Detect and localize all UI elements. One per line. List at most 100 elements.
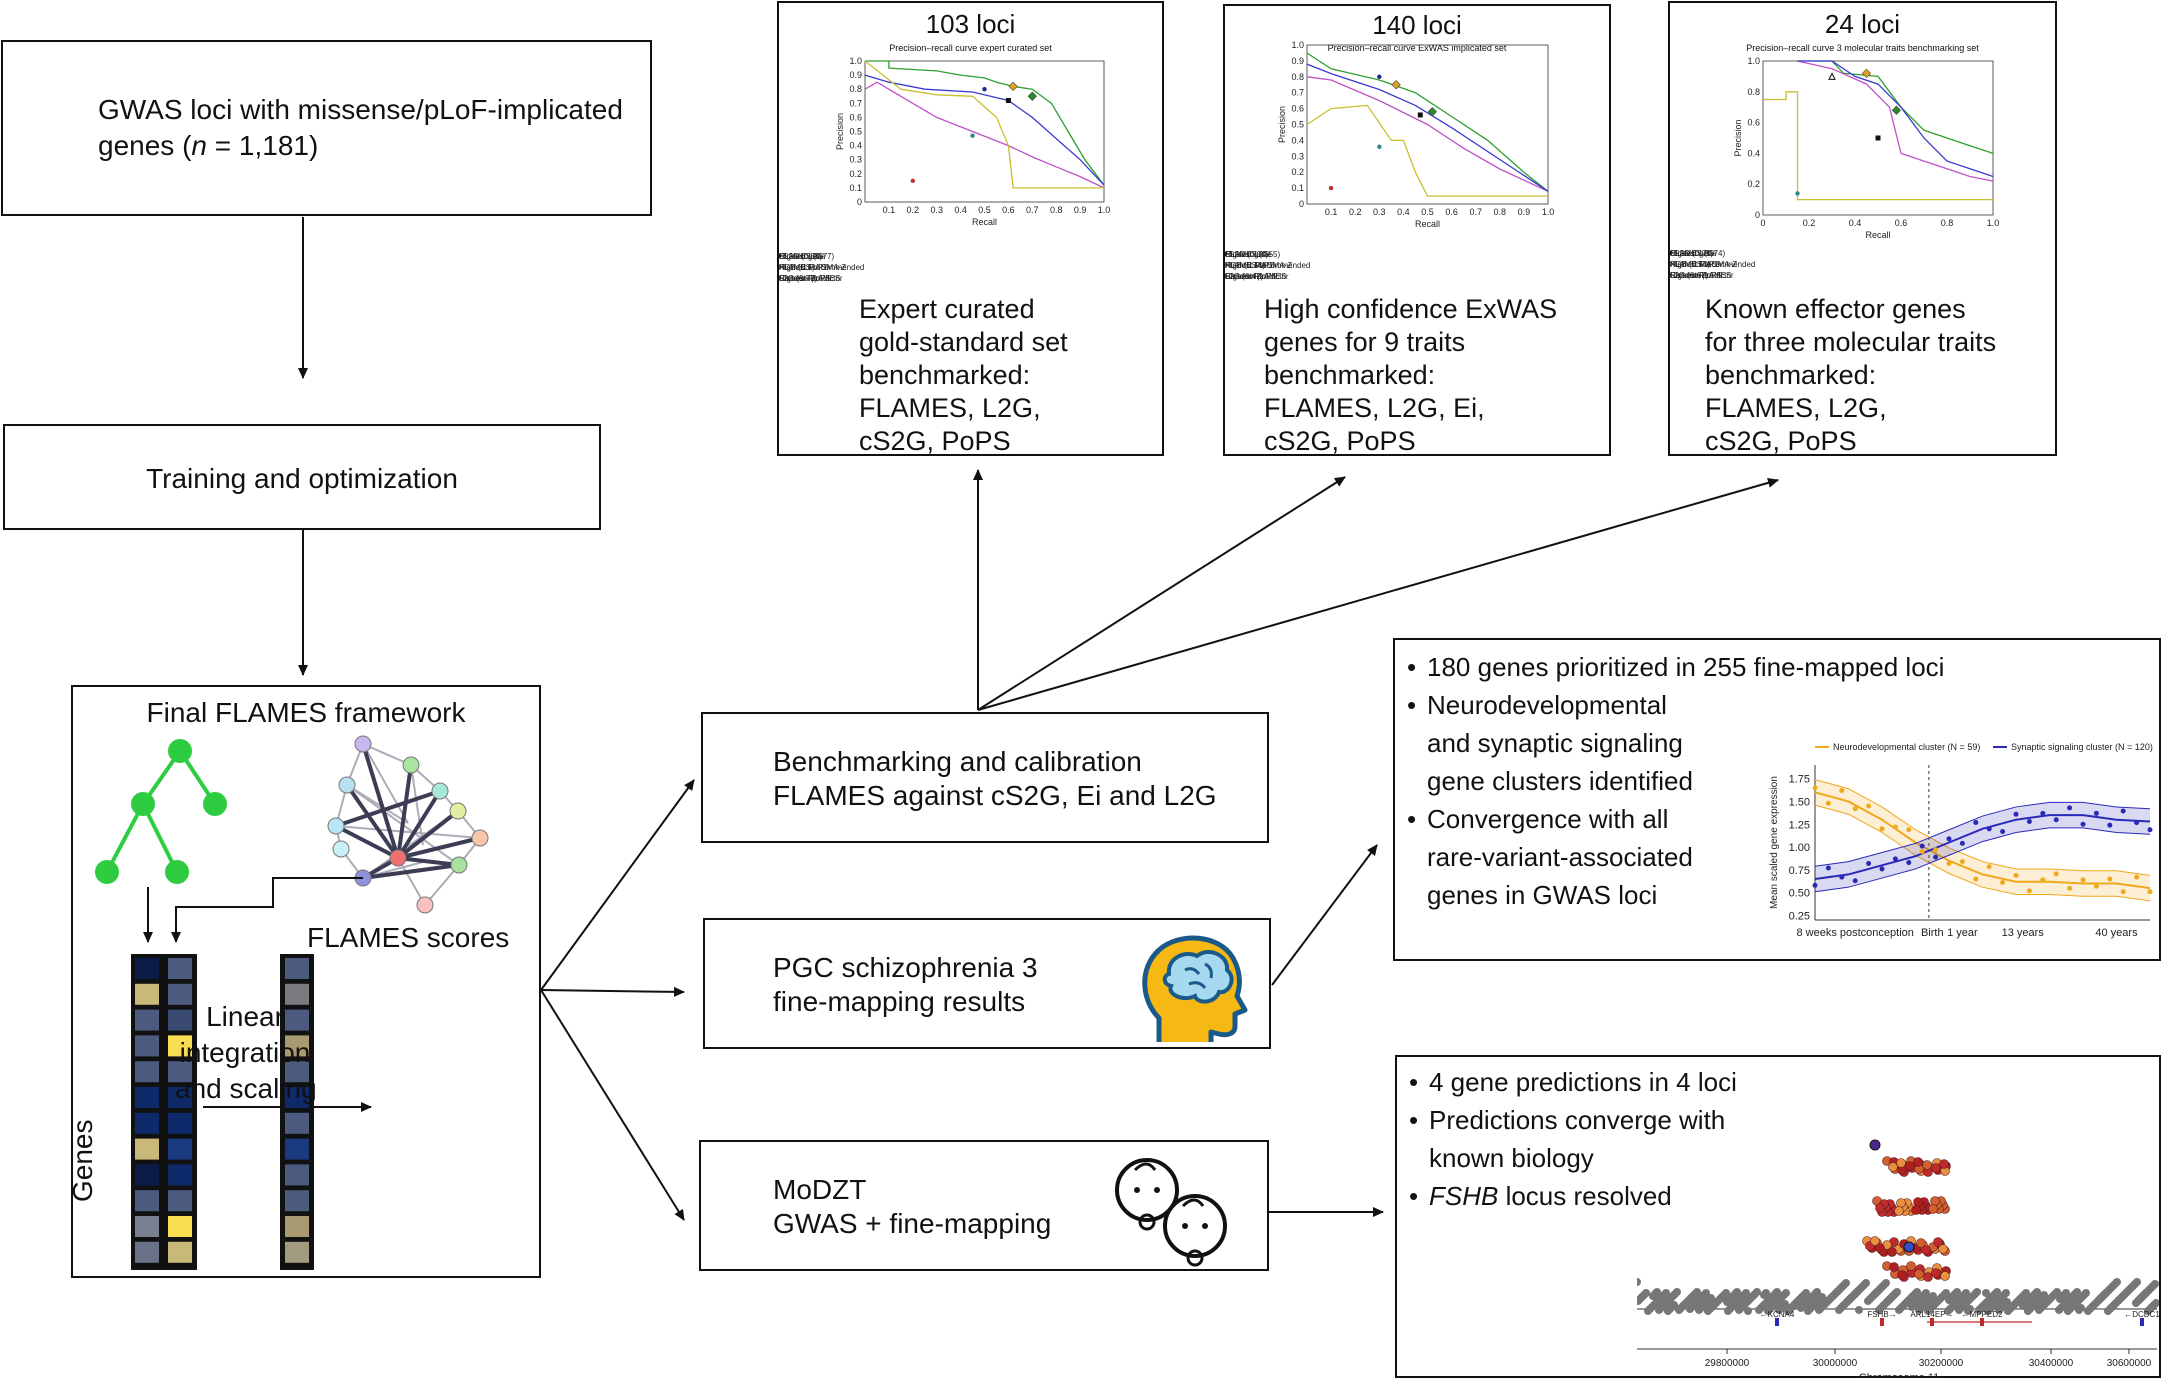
heat-cell — [168, 1241, 192, 1263]
x-tick-label: 0 — [1760, 218, 1765, 228]
x-axis-label: Recall — [1865, 230, 1890, 240]
legend-label: L2G (0.47) — [1225, 272, 1264, 281]
legend-label: FLAMES recommended — [1670, 260, 1755, 269]
pgc-schizophrenia-box: PGC schizophrenia 3 fine-mapping results — [703, 918, 1271, 1049]
data-point — [2147, 889, 2153, 895]
heat-cell — [285, 1061, 309, 1083]
y-tick-label: 1.0 — [1291, 40, 1304, 50]
legend-label: L2G (0.73) — [779, 274, 818, 283]
data-point — [2053, 817, 2059, 823]
band-edge — [1814, 801, 2151, 867]
brain-head-icon — [1142, 935, 1248, 1042]
data-point — [1933, 854, 1939, 860]
pr-curve — [1797, 60, 1994, 178]
y-tick-label: 0.7 — [1291, 88, 1304, 98]
heat-cell — [135, 983, 159, 1005]
heat-cell — [285, 983, 309, 1005]
legend-swatch — [1225, 263, 1227, 267]
pr-curve — [864, 81, 1105, 189]
y-tick-label: 0.3 — [849, 155, 862, 165]
data-point — [1986, 864, 1992, 870]
heat-cell — [135, 1216, 159, 1237]
x-tick-label: 30400000 — [2029, 1358, 2074, 1369]
y-tick-label: 0 — [1755, 210, 1760, 220]
snp-point — [1804, 1307, 1812, 1315]
legend-label: Closest gene — [779, 252, 826, 261]
data-point — [2040, 877, 2046, 883]
gene-label: ←KCNA4 — [1760, 1310, 1795, 1319]
pgc-line1: PGC schizophrenia 3 — [773, 952, 1038, 983]
snp-point — [2144, 1307, 2152, 1315]
legend-label: Highest FLAMES — [1225, 272, 1286, 281]
data-point — [1812, 882, 1818, 888]
heat-cell — [135, 1112, 159, 1134]
benchmarking-line2: FLAMES against cS2G, Ei and L2G — [773, 780, 1217, 811]
snp-point — [1944, 1307, 1952, 1315]
snp-point — [1855, 1306, 1863, 1314]
snp-point — [2132, 1299, 2140, 1307]
x-tick-label: 0.7 — [1469, 207, 1482, 217]
x-tick-label: 30600000 — [2107, 1358, 2152, 1369]
x-tick-label: 0.6 — [1002, 205, 1015, 215]
pr-curve — [1306, 104, 1548, 197]
y-tick-label: 0.1 — [849, 183, 862, 193]
data-point — [1933, 847, 1939, 853]
panel-molecular-traits: 24 loci Precision–recall curve 3 molecul… — [1668, 1, 2057, 456]
heat-cell — [285, 1164, 309, 1186]
snp-point — [1637, 1297, 1642, 1305]
y-tick-label: 0.75 — [1789, 865, 1810, 877]
snp-point — [1930, 1196, 1940, 1206]
heat-cell — [285, 1241, 309, 1263]
y-tick-label: 0.8 — [1747, 87, 1760, 97]
x-tick-label: 40 years — [2095, 927, 2138, 939]
x-tick-label: 0.2 — [1803, 218, 1816, 228]
heat-cell — [285, 1190, 309, 1212]
data-point — [2120, 889, 2126, 895]
data-point — [1919, 843, 1925, 849]
data-point — [2107, 822, 2113, 828]
snp-point — [1649, 1292, 1657, 1300]
heat-cell — [168, 1035, 192, 1057]
legend-swatch — [1225, 252, 1227, 256]
legend-label: cS2G (0.58) — [779, 252, 822, 261]
snp-point — [2024, 1307, 2032, 1315]
legend-swatch — [1670, 251, 1672, 255]
y-tick-label: 0.9 — [849, 70, 862, 80]
heat-cell — [168, 1061, 192, 1083]
snp-point — [1704, 1307, 1712, 1315]
pr-curve — [1306, 52, 1549, 192]
snp-point — [1675, 1306, 1683, 1314]
snp-point — [1895, 1306, 1903, 1314]
y-tick-label: 0 — [1299, 199, 1304, 209]
snp-point — [1906, 1261, 1916, 1271]
legend-label: Highest FLAMES — [779, 274, 840, 283]
legend-label: FLAMES recommended — [1225, 261, 1310, 270]
pr-marker — [1828, 72, 1836, 80]
pr-curve — [864, 74, 1105, 186]
heat-cell — [168, 1164, 192, 1186]
data-point — [2093, 810, 2099, 816]
snp-point — [1905, 1161, 1915, 1171]
pr-marker — [1861, 68, 1872, 78]
data-point — [1825, 800, 1831, 806]
data-point — [2013, 811, 2019, 817]
legend-label: L2G (0.67) — [1670, 271, 1709, 280]
modzt-line1: MoDZT — [773, 1174, 867, 1205]
heat-cell — [285, 1035, 309, 1057]
legend-label: XGB (0.44) — [1225, 261, 1265, 270]
data-point — [2026, 819, 2032, 825]
data-point — [2120, 808, 2126, 814]
gene-label: ARL14EP→ — [1910, 1310, 1953, 1319]
pr-marker — [1875, 135, 1881, 141]
modzt-line2: GWAS + fine-mapping — [773, 1208, 1052, 1239]
benchmarking-line1: Benchmarking and calibration — [773, 746, 1142, 777]
panel3-loci: 24 loci — [1824, 9, 1901, 39]
heat-cell — [285, 958, 309, 979]
data-point — [2040, 810, 2046, 816]
legend-swatch — [779, 265, 781, 269]
snp-point — [1894, 1206, 1904, 1216]
